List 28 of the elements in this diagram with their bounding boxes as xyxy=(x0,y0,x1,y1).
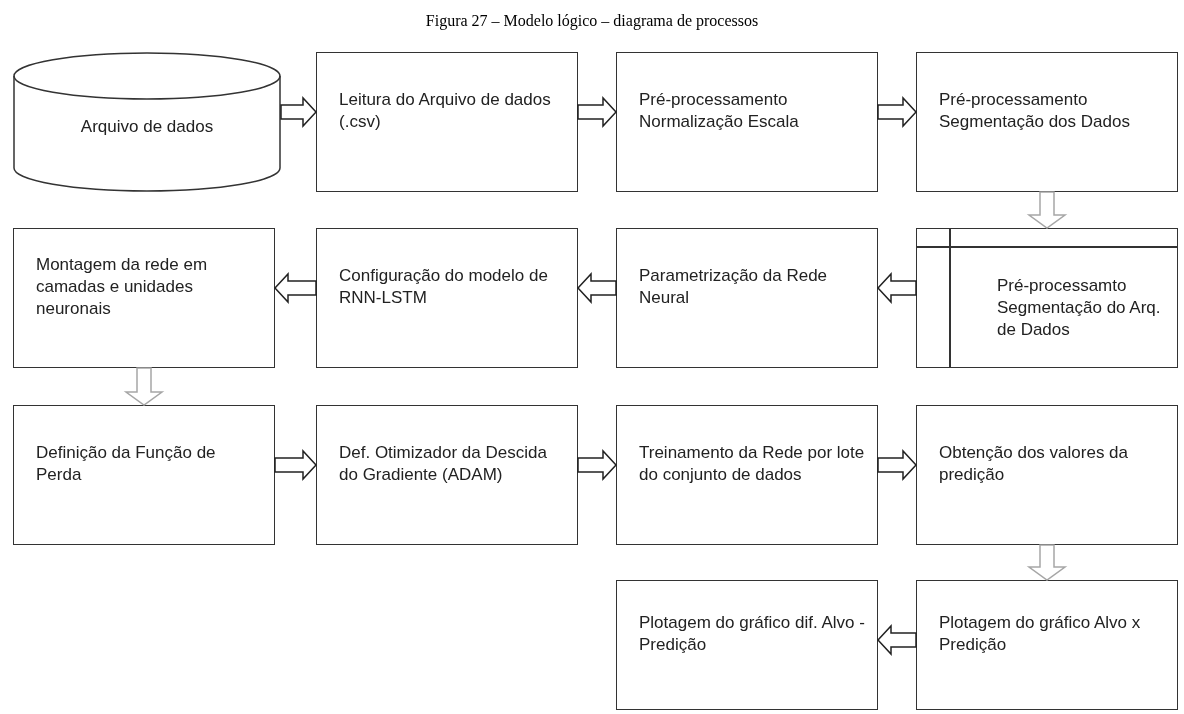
database-cylinder: Arquivo de dados xyxy=(13,52,281,192)
block-arrow xyxy=(123,367,165,406)
process-box: Montagem da rede em camadas e unidades neuronais xyxy=(13,228,275,368)
process-box: Obtenção dos valores da predição xyxy=(916,405,1178,545)
block-arrow xyxy=(577,449,618,481)
process-box: Parametrização da Rede Neural xyxy=(616,228,878,368)
process-box: Definição da Função de Perda xyxy=(13,405,275,545)
process-box: Leitura do Arquivo de dados (.csv) xyxy=(316,52,578,192)
block-arrow xyxy=(877,449,918,481)
figure-title: Figura 27 – Modelo lógico – diagrama de processos xyxy=(424,12,760,30)
block-arrow xyxy=(274,449,318,481)
predefined-process-box: Pré-processamto Segmentação do Arq. de Dados xyxy=(916,228,1178,368)
process-box: Def. Otimizador da Descida do Gradiente (ADAM) xyxy=(316,405,578,545)
block-arrow xyxy=(876,272,917,304)
process-box: Configuração do modelo de RNN-LSTM xyxy=(316,228,578,368)
process-box: Plotagem do gráfico dif. Alvo - Predição xyxy=(616,580,878,710)
block-arrow xyxy=(280,96,318,128)
process-box: Pré-processamento Normalização Escala xyxy=(616,52,878,192)
process-box: Pré-processamento Segmentação dos Dados xyxy=(916,52,1178,192)
block-arrow xyxy=(576,272,617,304)
block-arrow xyxy=(1026,191,1068,229)
block-arrow xyxy=(1026,544,1068,581)
process-box: Treinamento da Rede por lote do conjunto de dados xyxy=(616,405,878,545)
block-arrow xyxy=(577,96,618,128)
block-arrow xyxy=(876,624,917,656)
block-arrow xyxy=(877,96,918,128)
process-box: Plotagem do gráfico Alvo x Predição xyxy=(916,580,1178,710)
block-arrow xyxy=(273,272,317,304)
